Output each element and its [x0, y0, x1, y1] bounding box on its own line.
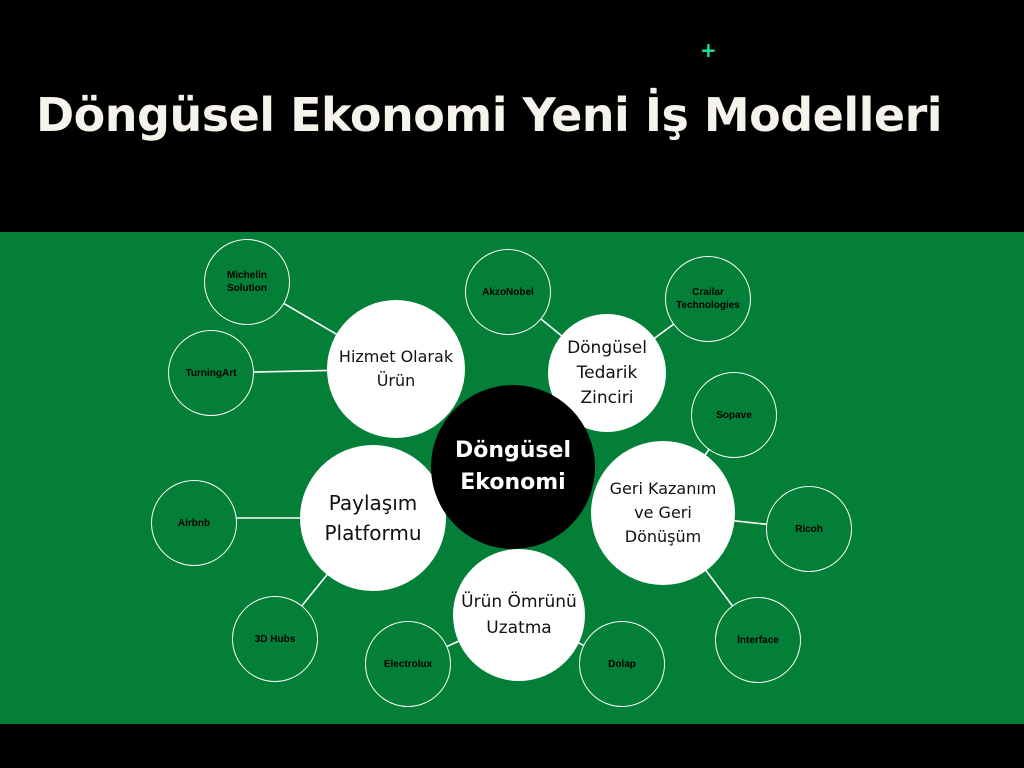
model-hizmet-olarak-urun: Hizmet Olarak Ürün: [327, 300, 465, 438]
example-interface: İnterface: [715, 597, 801, 683]
example-airbnb: Airbnb: [151, 480, 237, 566]
example-turningart: TurningArt: [168, 330, 254, 416]
example-3d-hubs: 3D Hubs: [232, 596, 318, 682]
center-dongusel-ekonomi: Döngüsel Ekonomi: [431, 385, 595, 549]
page-title: Döngüsel Ekonomi Yeni İş Modelleri: [36, 88, 943, 142]
example-ricoh: Ricoh: [766, 486, 852, 572]
example-crailar-technologies: Crailar Technologies: [665, 256, 751, 342]
diagram-panel: Michelin Solution TurningArt AkzoNobel C…: [0, 232, 1024, 724]
example-dolap: Dolap: [579, 621, 665, 707]
model-geri-kazanim-ve-geri-donusum: Geri Kazanım ve Geri Dönüşüm: [591, 441, 735, 585]
example-michelin-solution: Michelin Solution: [204, 239, 290, 325]
model-paylasim-platformu: Paylaşım Platformu: [300, 445, 446, 591]
plus-icon: +: [700, 38, 717, 62]
model-urun-omrunu-uzatma: Ürün Ömrünü Uzatma: [453, 549, 585, 681]
example-akzonobel: AkzoNobel: [465, 249, 551, 335]
example-electrolux: Electrolux: [365, 621, 451, 707]
example-sopave: Sopave: [691, 372, 777, 458]
